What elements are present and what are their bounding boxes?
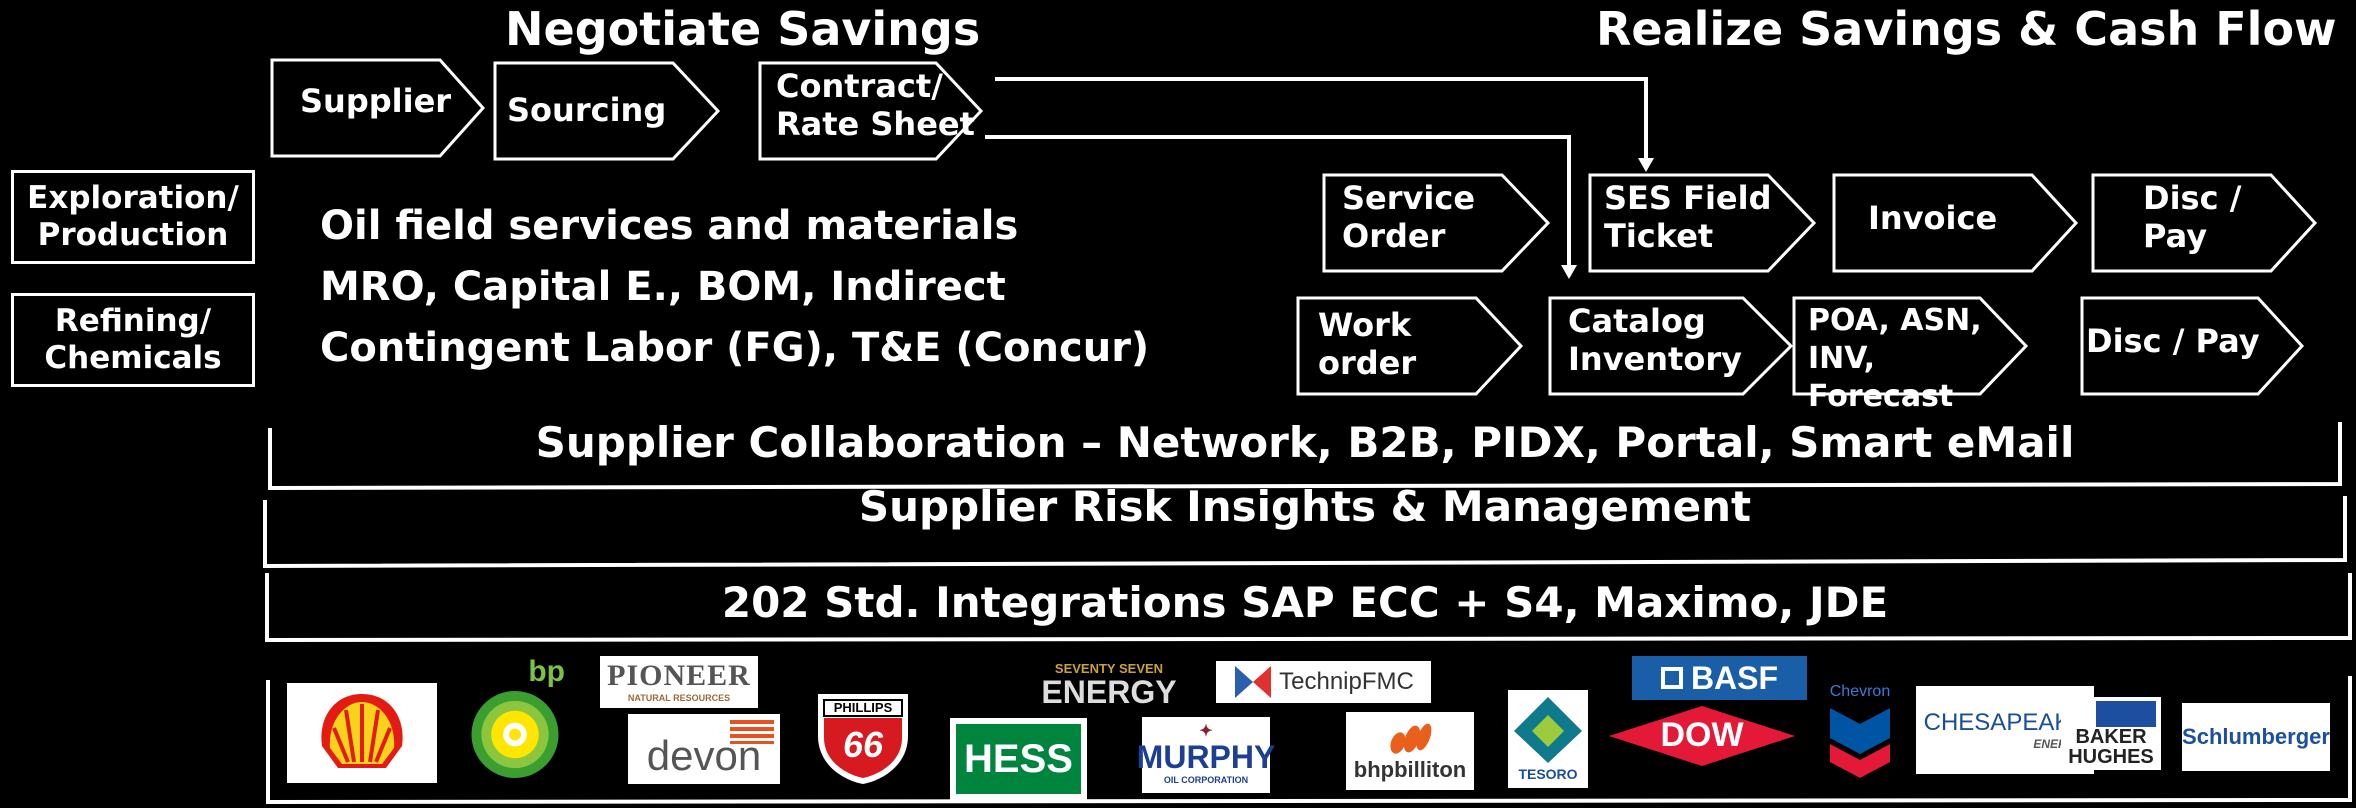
- technipfmc-wordmark: TechnipFMC: [1279, 668, 1414, 695]
- schlumberger-logo: Schlumberger: [2182, 703, 2330, 771]
- category-mro: MRO, Capital E., BOM, Indirect: [320, 264, 1006, 310]
- chevron-ses-field-ticket: SES Field Ticket: [1588, 173, 1817, 273]
- tesoro-logo: TESORO: [1508, 690, 1588, 788]
- chevron-sourcing-label: Sourcing: [507, 91, 667, 129]
- chevron-poa-label: POA, ASN, INV, Forecast: [1808, 303, 1982, 414]
- energy-wordmark: ENERGY: [1041, 673, 1177, 710]
- bhp-icon: [1390, 723, 1432, 754]
- pioneer-sub: NATURAL RESOURCES: [627, 693, 731, 703]
- murphy-logo: ✦ MURPHY OIL CORPORATION: [1137, 717, 1275, 793]
- band-logos-bracket: [266, 676, 2352, 805]
- tesoro-wordmark: TESORO: [1518, 766, 1578, 782]
- chevron-catalog-inventory: Catalog Inventory: [1548, 296, 1794, 396]
- bhpbilliton-logo: bhpbilliton: [1346, 712, 1474, 790]
- chevron-logo: Chevron: [1824, 680, 1896, 784]
- chevron-sourcing: Sourcing: [493, 61, 721, 161]
- chevron-supplier-label: Supplier: [300, 82, 452, 120]
- phillips-number: 66: [842, 724, 884, 765]
- dow-diamond-icon: [1609, 706, 1795, 766]
- chevron-invoice-label: Invoice: [1868, 199, 1998, 237]
- chevron-wordmark: Chevron: [1829, 683, 1891, 700]
- dow-wordmark: DOW: [1660, 716, 1744, 754]
- segment-refining-chemicals: Refining/ Chemicals: [11, 293, 255, 387]
- chevron-invoice: Invoice: [1832, 173, 2079, 273]
- band-collaboration: Supplier Collaboration – Network, B2B, P…: [535, 418, 2075, 467]
- contract-to-ses-connector: [995, 77, 1648, 160]
- shell-icon: [321, 694, 403, 768]
- chevron-ses-label: SES Field Ticket: [1604, 179, 1772, 255]
- chevron-poa-asn: POA, ASN, INV, Forecast: [1792, 296, 2029, 414]
- basf-square-icon: [1660, 667, 1683, 689]
- bp-wordmark: bp: [528, 655, 565, 688]
- pioneer-logo: PIONEER NATURAL RESOURCES: [600, 656, 758, 708]
- shell-logo: [287, 683, 437, 783]
- pioneer-wordmark: PIONEER: [607, 659, 751, 692]
- dow-logo: DOW: [1607, 704, 1797, 768]
- band-risk-bracket: [263, 496, 2347, 569]
- chevron-hallmark-icon: [1830, 708, 1890, 778]
- basf-logo: BASF: [1632, 656, 1807, 700]
- murphy-sub: OIL CORPORATION: [1163, 775, 1249, 785]
- seventy-seven-wordmark: SEVENTY SEVEN: [1054, 660, 1164, 676]
- contract-to-catalog-connector: [985, 135, 1571, 268]
- hess-wordmark: HESS: [956, 724, 1081, 794]
- murphy-star-icon: ✦: [1199, 723, 1213, 740]
- band-integration: 202 Std. Integrations SAP ECC + S4, Maxi…: [721, 578, 1889, 627]
- devon-logo: devon: [628, 714, 780, 784]
- chesapeake-wordmark: CHESAPEAKE: [1923, 709, 2087, 736]
- phillips66-logo: PHILLIPS 66: [812, 690, 914, 786]
- chevron-disc-pay-materials-label: Disc / Pay: [2086, 322, 2260, 360]
- negotiate-savings-header: Negotiate Savings: [505, 2, 981, 56]
- bp-logo: bp: [465, 655, 565, 780]
- chevron-disc-pay-materials: Disc / Pay: [2080, 296, 2305, 396]
- realize-savings-header: Realize Savings & Cash Flow ↑: [1596, 2, 2356, 56]
- tesoro-icon: [1514, 697, 1582, 763]
- category-contingent-labor: Contingent Labor (FG), T&E (Concur): [320, 325, 1150, 371]
- band-integration-bracket: [265, 573, 2352, 643]
- bp-helios-icon: [471, 690, 559, 779]
- devon-stripes-icon: [730, 720, 774, 744]
- phillips66-shield-icon: [818, 694, 908, 784]
- chevron-disc-pay-service: Disc / Pay: [2091, 173, 2318, 273]
- basf-wordmark: BASF: [1690, 659, 1779, 696]
- phillips-wordmark: PHILLIPS: [833, 700, 893, 715]
- hughes-wordmark: HUGHES: [2068, 745, 2154, 768]
- chevron-contract-rate-sheet: Contract/ Rate Sheet: [758, 61, 984, 161]
- chevron-contract-label: Contract/ Rate Sheet: [776, 67, 975, 143]
- chevron-supplier: Supplier: [270, 58, 486, 158]
- technipfmc-logo: TechnipFMC: [1216, 661, 1431, 703]
- chevron-disc-pay-label: Disc / Pay: [2143, 179, 2242, 255]
- baker-wordmark: BAKER: [2075, 725, 2147, 748]
- arrowhead-catalog: [1561, 265, 1577, 279]
- chevron-work-order: Work order: [1296, 296, 1524, 396]
- seventy-seven-energy-logo: SEVENTY SEVEN ENERGY: [1030, 660, 1188, 710]
- hess-logo: HESS: [950, 718, 1087, 800]
- arrowhead-ses: [1638, 158, 1654, 172]
- baker-hughes-mark-icon: [2096, 700, 2156, 727]
- chevron-catalog-label: Catalog Inventory: [1568, 302, 1742, 378]
- baker-hughes-logo: BAKER HUGHES: [2061, 697, 2161, 770]
- band-risk: Supplier Risk Insights & Management: [858, 482, 1752, 531]
- chevron-service-order: Service Order: [1322, 173, 1551, 273]
- band-collaboration-bracket: [268, 422, 2342, 491]
- chevron-work-order-label: Work order: [1318, 306, 1417, 382]
- chevron-service-order-label: Service Order: [1342, 179, 1476, 255]
- bhp-wordmark: bhpbilliton: [1353, 757, 1467, 782]
- segment-exploration-production: Exploration/ Production: [11, 170, 255, 264]
- schlumberger-wordmark: Schlumberger: [2182, 724, 2330, 749]
- murphy-wordmark: MURPHY: [1136, 739, 1276, 775]
- category-oil-field: Oil field services and materials: [320, 203, 1019, 249]
- technipfmc-icon: [1235, 666, 1272, 698]
